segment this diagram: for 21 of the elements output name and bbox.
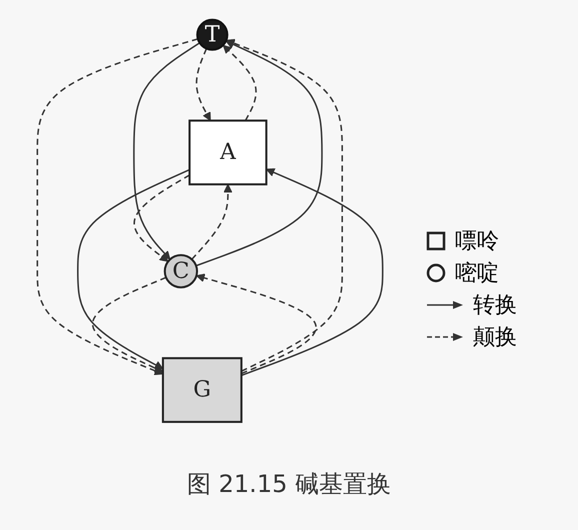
legend-label: 嘌呤 — [455, 228, 499, 256]
node-circle: T — [196, 18, 228, 51]
legend-label: 转换 — [473, 292, 517, 320]
arrow — [222, 44, 257, 121]
legend-label: 嘧啶 — [455, 260, 499, 288]
legend-label: 颠换 — [473, 324, 517, 352]
arrow — [241, 168, 384, 376]
arrow — [134, 174, 190, 262]
arrow — [36, 38, 198, 376]
arrow — [133, 42, 200, 260]
node-circle: C — [164, 254, 198, 288]
arrow — [196, 274, 317, 374]
arrow — [191, 184, 232, 260]
arrow — [226, 38, 343, 372]
arrow — [196, 48, 211, 122]
arrow — [92, 276, 166, 372]
node-box: G — [162, 357, 242, 423]
arrow — [196, 40, 323, 266]
node-box: A — [188, 120, 268, 186]
arrow — [77, 168, 190, 370]
caption: 图 21.15 碱基置换 — [186, 469, 392, 500]
